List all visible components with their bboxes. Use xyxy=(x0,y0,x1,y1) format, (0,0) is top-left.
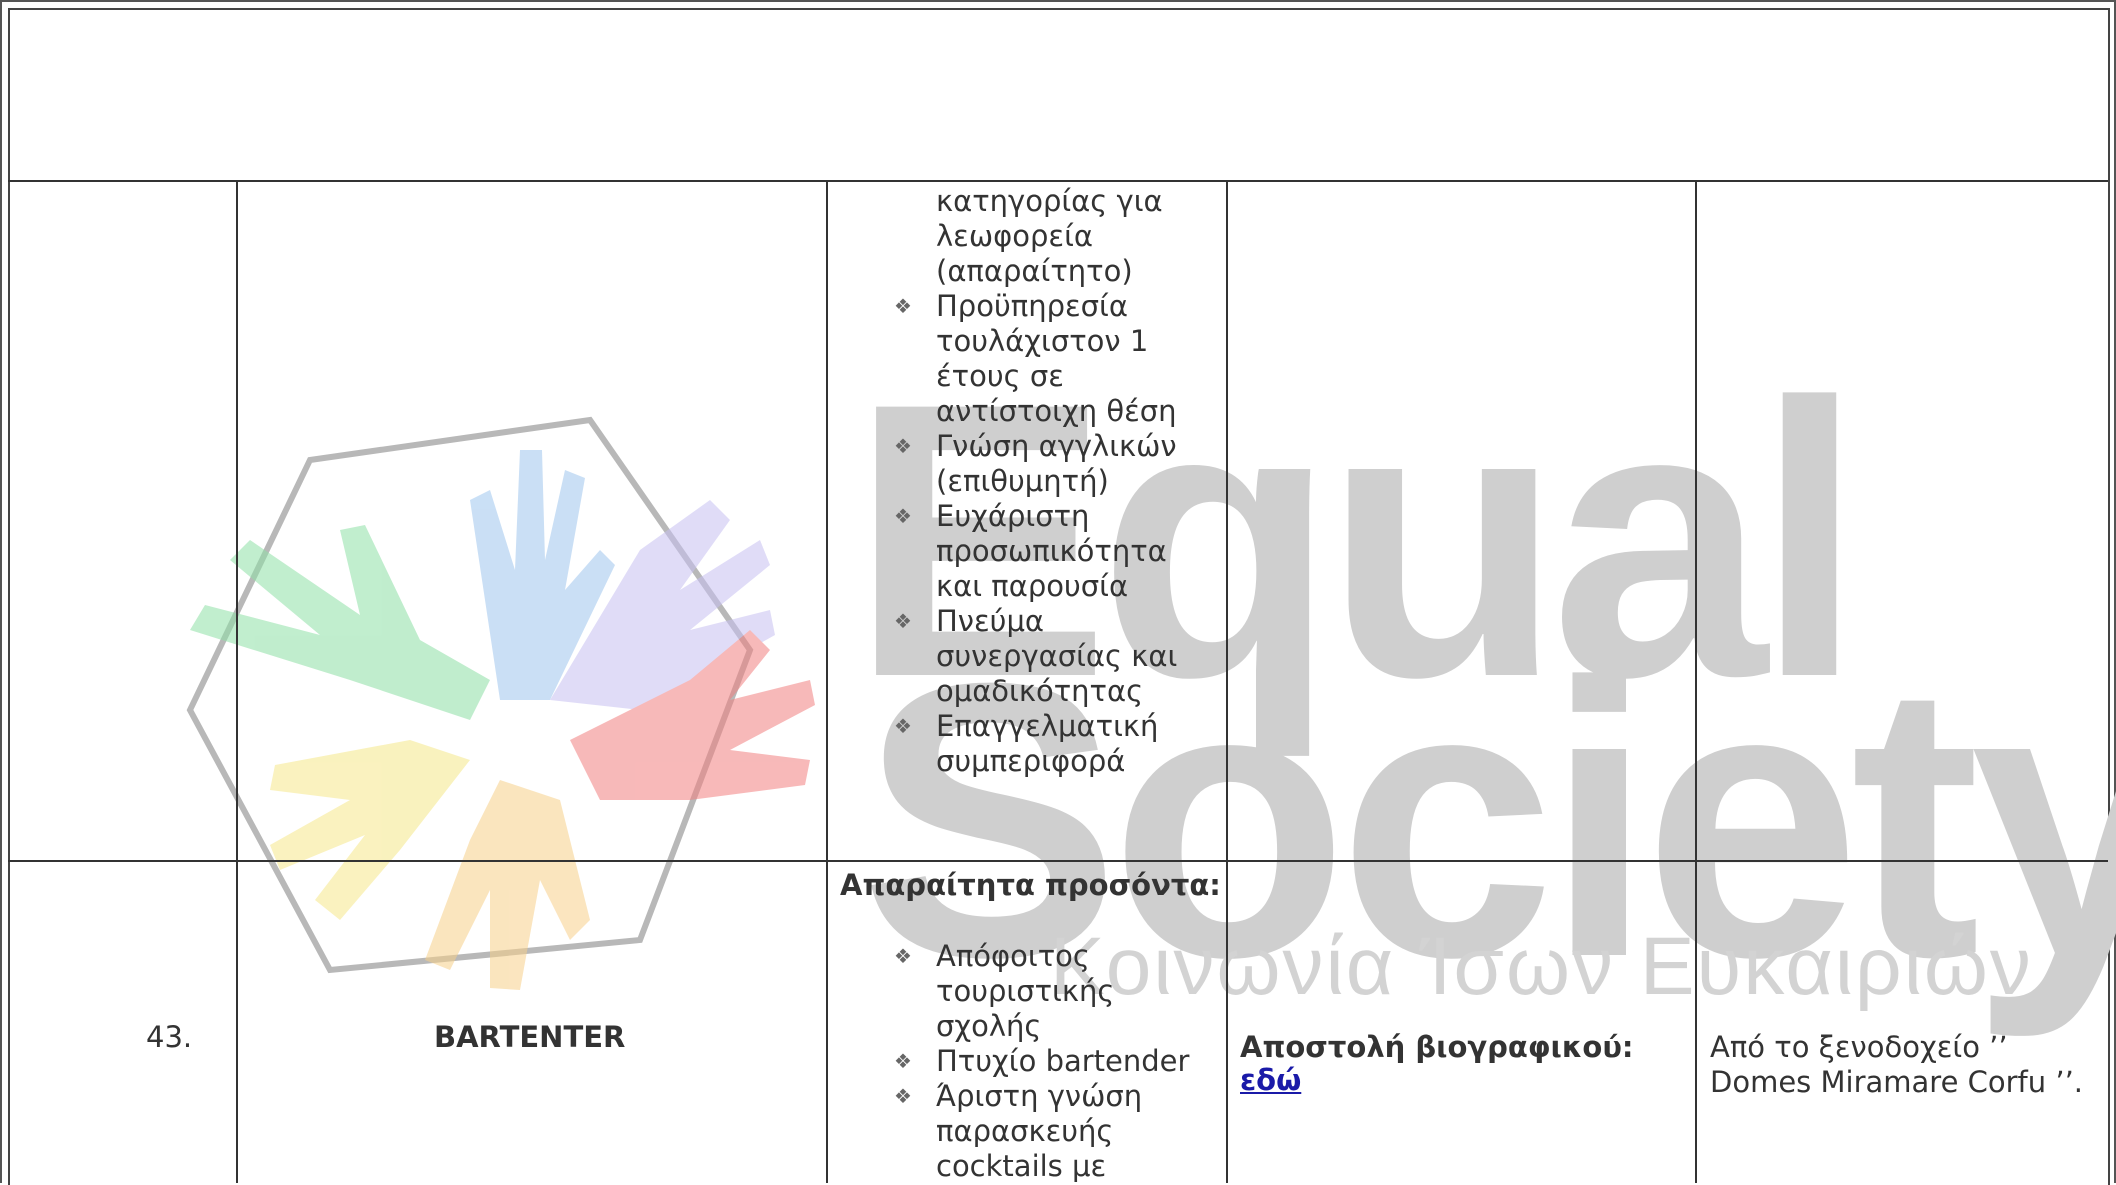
text-line: (απαραίτητο) xyxy=(936,254,1133,288)
text-line: Ευχάριστη xyxy=(936,499,1090,533)
list-item: ❖ Γνώση αγγλικών (επιθυμητή) xyxy=(883,429,1223,499)
text-line: Άριστη γνώση xyxy=(936,1079,1143,1113)
application-label: Αποστολή βιογραφικού: xyxy=(1240,1030,1634,1064)
bullet-diamond-icon: ❖ xyxy=(894,294,912,318)
table-col-divider-3 xyxy=(1226,180,1228,1183)
text-line: Επαγγελματική xyxy=(936,709,1159,743)
application-link[interactable]: εδώ xyxy=(1240,1063,1302,1097)
bullet-diamond-icon: ❖ xyxy=(894,1084,912,1108)
text-line: τουλάχιστον 1 xyxy=(936,324,1149,358)
bullet-diamond-icon: ❖ xyxy=(894,504,912,528)
text-line: (επιθυμητή) xyxy=(936,464,1109,498)
table-col-divider-1 xyxy=(236,180,238,1183)
text-line: ομαδικότητας xyxy=(936,674,1144,708)
text-line: Από το ξενοδοχείο ’’ xyxy=(1710,1030,2008,1064)
text-line: αντίστοιχη θέση xyxy=(936,394,1177,428)
table-row-divider-top xyxy=(8,180,2108,182)
list-item: ❖ Ευχάριστη προσωπικότητα και παρουσία xyxy=(883,499,1223,604)
watermark-hands-logo xyxy=(186,416,815,990)
list-item: ❖ Άριστη γνώση παρασκευής cocktails με xyxy=(883,1079,1223,1184)
watermark-text-equal: Equal xyxy=(850,322,1864,758)
text-line: και παρουσία xyxy=(936,569,1129,603)
text-line: συνεργασίας και xyxy=(936,639,1178,673)
prev-continuation-text: κατηγορίας για λεωφορεία (απαραίτητο) xyxy=(883,184,1223,289)
employer-info: Από το ξενοδοχείο ’’ Domes Miramare Corf… xyxy=(1710,1030,2100,1100)
text-line: Πτυχίο bartender xyxy=(936,1044,1190,1078)
bullet-diamond-icon: ❖ xyxy=(894,944,912,968)
bullet-diamond-icon: ❖ xyxy=(894,1049,912,1073)
text-line: λεωφορεία xyxy=(936,219,1094,253)
text-line: έτους σε xyxy=(936,359,1064,393)
text-line: προσωπικότητα xyxy=(936,534,1167,568)
bullet-diamond-icon: ❖ xyxy=(894,609,912,633)
prev-requirements-list: ❖ Προϋπηρεσία τουλάχιστον 1 έτους σε αντ… xyxy=(883,289,1223,779)
text-line: Απόφοιτος xyxy=(936,939,1090,973)
text-line: κατηγορίας για xyxy=(936,184,1163,218)
text-line: συμπεριφορά xyxy=(936,744,1126,778)
requirements-heading: Απαραίτητα προσόντα: xyxy=(840,868,1221,902)
watermark-text-society: Society xyxy=(860,602,2116,1038)
list-item: ❖ Απόφοιτος τουριστικής σχολής xyxy=(883,939,1223,1044)
bullet-diamond-icon: ❖ xyxy=(894,434,912,458)
table-col-divider-4 xyxy=(1695,180,1697,1183)
bullet-diamond-icon: ❖ xyxy=(894,714,912,738)
job-position-title: BARTENTER xyxy=(434,1020,626,1054)
list-item: ❖ Πνεύμα συνεργασίας και ομαδικότητας xyxy=(883,604,1223,709)
list-item: ❖ Πτυχίο bartender xyxy=(883,1044,1223,1079)
list-item: ❖ Επαγγελματική συμπεριφορά xyxy=(883,709,1223,779)
text-line: σχολής xyxy=(936,1009,1042,1043)
watermark-subtitle: Κοινωνία Ίσων Ευκαιριών xyxy=(1050,921,2033,1012)
row-number: 43. xyxy=(146,1020,193,1054)
list-item: ❖ Προϋπηρεσία τουλάχιστον 1 έτους σε αντ… xyxy=(883,289,1223,429)
text-line: Προϋπηρεσία xyxy=(936,289,1128,323)
text-line: τουριστικής xyxy=(936,974,1115,1008)
prev-requirements-cell: κατηγορίας για λεωφορεία (απαραίτητο) xyxy=(883,184,1223,289)
text-line: Domes Miramare Corfu ’’. xyxy=(1710,1065,2084,1099)
text-line: παρασκευής xyxy=(936,1114,1114,1148)
text-line: Γνώση αγγλικών xyxy=(936,429,1177,463)
table-col-divider-2 xyxy=(826,180,828,1183)
table-row-divider-middle xyxy=(8,860,2108,862)
text-line: cocktails με xyxy=(936,1149,1107,1183)
text-line: Πνεύμα xyxy=(936,604,1045,638)
requirements-list: ❖ Απόφοιτος τουριστικής σχολής ❖ Πτυχίο … xyxy=(883,939,1223,1184)
table-frame xyxy=(8,8,2110,1185)
